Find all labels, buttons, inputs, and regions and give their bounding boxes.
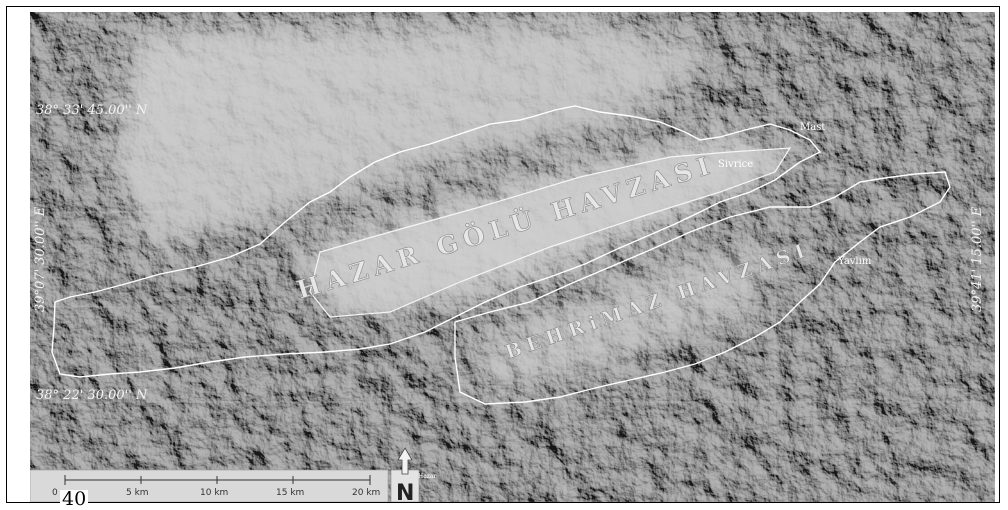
page-number: 40: [60, 488, 89, 510]
relief-map: HAZAR GÖLÜ HAVZASI BEHRiMAZ HAVZASI Sivr…: [30, 12, 995, 502]
scale-tick-15: 15 km: [276, 488, 304, 498]
scale-tick-0: 0: [52, 488, 58, 498]
scale-bar: 0 5 km 10 km 15 km 20 km: [30, 469, 389, 502]
lon-label-right: 39°41' 15.00'' E: [970, 206, 985, 312]
place-mast: Mast: [800, 122, 825, 133]
scale-tick-20: 20 km: [352, 488, 380, 498]
lat-label-bottom: 38° 22' 30.00'' N: [36, 388, 148, 403]
lat-label-top: 38° 33' 45.00'' N: [36, 103, 148, 118]
place-sivrice: Sivrice: [718, 159, 753, 170]
hazar-basin-boundary: [51, 105, 822, 378]
north-letter: N: [396, 481, 414, 502]
scale-tick-5: 5 km: [126, 488, 149, 498]
north-caption: Hazar: [418, 473, 437, 480]
behrimaz-basin-boundary: [454, 171, 951, 405]
hazar-lake: [309, 147, 792, 318]
place-yavlum: Yavlım: [837, 256, 872, 267]
scale-tick-10: 10 km: [200, 488, 228, 498]
lon-label-left: 39°07' 30.00'' E: [33, 206, 48, 312]
north-arrow: N Hazar: [390, 447, 437, 502]
